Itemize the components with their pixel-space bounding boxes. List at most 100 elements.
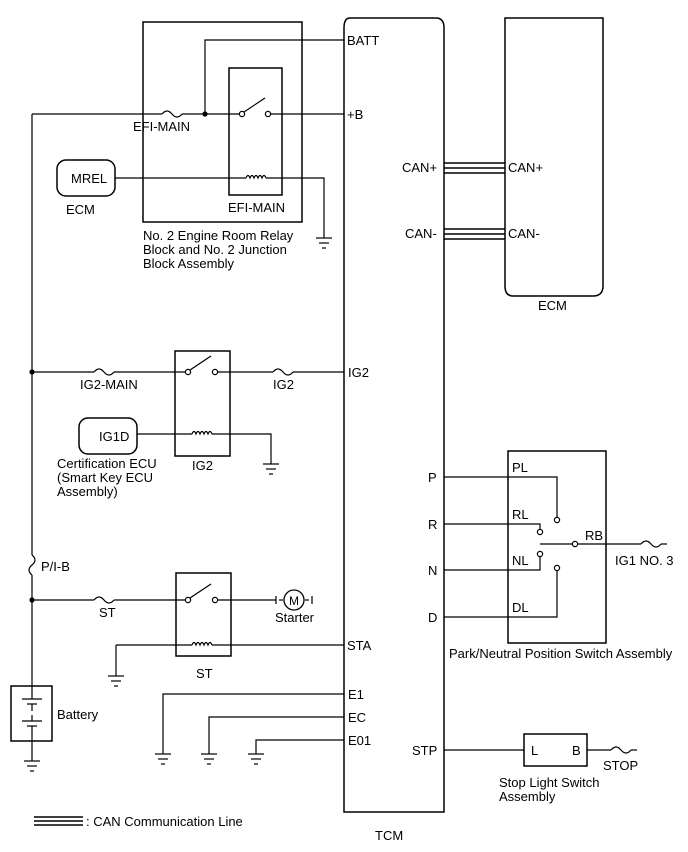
can-legend-label: : CAN Communication Line bbox=[86, 814, 243, 829]
ground-icon-ig2 bbox=[263, 463, 279, 475]
st-relay-contact-a bbox=[184, 596, 192, 604]
efi-main-fuse-icon bbox=[161, 110, 183, 118]
dl-contact bbox=[553, 564, 561, 572]
pl-contact bbox=[553, 516, 561, 524]
batt-wire bbox=[204, 39, 344, 114]
starter-label: Starter bbox=[275, 610, 315, 625]
st-relay-contact-b bbox=[211, 596, 219, 604]
efi-relay-coil-icon bbox=[245, 174, 267, 180]
st-fuse-icon bbox=[93, 596, 115, 604]
st-relay-switch-icon bbox=[189, 583, 212, 599]
e01-wire bbox=[255, 739, 344, 754]
ground-icon-battery bbox=[24, 760, 40, 772]
tcm-pin-plus-b: +B bbox=[347, 107, 363, 122]
efi-main-junction-dot bbox=[202, 111, 208, 117]
st-relay-coil-icon bbox=[191, 641, 213, 647]
cert-ecu-connector bbox=[78, 417, 138, 455]
efi-relay-switch-icon bbox=[243, 97, 266, 113]
rl-internal-wire bbox=[508, 523, 541, 529]
efi-main-relay-label: EFI-MAIN bbox=[228, 200, 285, 215]
stop-switch-pin-l: L bbox=[531, 743, 538, 758]
ground-icon-ec bbox=[201, 753, 217, 765]
tcm-pin-p: P bbox=[428, 470, 437, 485]
relay-block-label-3: Block Assembly bbox=[143, 256, 235, 271]
pnp-pin-nl: NL bbox=[512, 553, 529, 568]
efi-main-relay bbox=[228, 67, 283, 196]
tcm-pin-r: R bbox=[428, 517, 437, 532]
pnp-pin-rl: RL bbox=[512, 507, 529, 522]
battery-icon bbox=[22, 698, 42, 741]
ig1-no3-fuse-icon bbox=[640, 540, 662, 548]
tcm-pin-d: D bbox=[428, 610, 437, 625]
tcm-pin-ec: EC bbox=[348, 710, 366, 725]
nl-internal-wire bbox=[508, 557, 541, 571]
pnp-pin-pl: PL bbox=[512, 460, 528, 475]
cert-ecu-label-3: Assembly) bbox=[57, 484, 118, 499]
stop-switch-label-2: Assembly bbox=[499, 789, 556, 804]
tcm-pin-n: N bbox=[428, 563, 437, 578]
tcm-pin-batt: BATT bbox=[347, 33, 379, 48]
ground-icon-efi bbox=[316, 237, 332, 249]
tcm-pin-ig2: IG2 bbox=[348, 365, 369, 380]
ig2-relay-switch-icon bbox=[189, 355, 212, 371]
tcm-pin-can-minus: CAN- bbox=[405, 226, 437, 241]
ground-icon-st bbox=[108, 675, 124, 687]
can-plus-line bbox=[444, 162, 505, 174]
ig2-fuse-icon bbox=[272, 368, 294, 376]
ig1-no3-fuse-label: IG1 NO. 3 bbox=[615, 553, 674, 568]
efi-relay-contact-b bbox=[264, 110, 272, 118]
tcm-label: TCM bbox=[375, 828, 403, 843]
relay-block-label-2: Block and No. 2 Junction bbox=[143, 242, 287, 257]
ig2-fuse-label: IG2 bbox=[273, 377, 294, 392]
starter-motor-symbol: M bbox=[289, 594, 299, 608]
starter-motor-icon bbox=[275, 589, 313, 611]
pnp-switch-box bbox=[507, 450, 607, 644]
pnp-pin-rb: RB bbox=[585, 528, 603, 543]
ig2-relay-contact-b bbox=[211, 368, 219, 376]
ig2-relay bbox=[174, 350, 231, 457]
st-relay bbox=[175, 572, 232, 657]
stop-fuse-icon bbox=[610, 746, 632, 754]
relay-block-label-1: No. 2 Engine Room Relay bbox=[143, 228, 294, 243]
ground-icon-e01 bbox=[248, 753, 264, 765]
pl-internal-wire bbox=[508, 476, 558, 517]
stop-switch-pin-b: B bbox=[572, 743, 581, 758]
nl-contact bbox=[536, 550, 544, 558]
pnp-pin-dl: DL bbox=[512, 600, 529, 615]
ec-wire bbox=[208, 716, 344, 754]
tcm-pin-e01: E01 bbox=[348, 733, 371, 748]
ig2-relay-contact-a bbox=[184, 368, 192, 376]
e1-wire bbox=[162, 693, 344, 754]
ecm-pin-can-minus: CAN- bbox=[508, 226, 540, 241]
efi-relay-contact-a bbox=[238, 110, 246, 118]
pnp-switch-label: Park/Neutral Position Switch Assembly bbox=[449, 646, 673, 661]
cert-ecu-label-2: (Smart Key ECU bbox=[57, 470, 153, 485]
ig2-relay-coil-icon bbox=[191, 430, 213, 436]
ig1d-connector-label: IG1D bbox=[99, 429, 129, 444]
stop-switch-label-1: Stop Light Switch bbox=[499, 775, 599, 790]
mrel-connector-label: MREL bbox=[71, 171, 107, 186]
ground-icon-e1 bbox=[155, 753, 171, 765]
relay-block bbox=[142, 21, 303, 223]
efi-main-fuse-label: EFI-MAIN bbox=[133, 119, 190, 134]
st-relay-label: ST bbox=[196, 666, 213, 681]
ecm-pin-can-plus: CAN+ bbox=[508, 160, 543, 175]
rl-contact bbox=[536, 528, 544, 536]
pib-fuse-label: P/I-B bbox=[41, 559, 70, 574]
ig2-coil-ground-wire bbox=[212, 433, 272, 464]
battery-label: Battery bbox=[57, 707, 99, 722]
ecm-label: ECM bbox=[538, 298, 567, 313]
st-fuse-label: ST bbox=[99, 605, 116, 620]
dl-internal-wire bbox=[508, 571, 558, 618]
can-minus-line bbox=[444, 228, 505, 240]
ecm-small-label: ECM bbox=[66, 202, 95, 217]
can-legend-icon bbox=[34, 816, 83, 826]
stop-fuse-label: STOP bbox=[603, 758, 638, 773]
tcm-body bbox=[343, 17, 445, 813]
cert-ecu-label-1: Certification ECU bbox=[57, 456, 157, 471]
rb-contact bbox=[571, 540, 579, 548]
tcm-pin-e1: E1 bbox=[348, 687, 364, 702]
efi-coil-ground-wire bbox=[266, 177, 325, 238]
